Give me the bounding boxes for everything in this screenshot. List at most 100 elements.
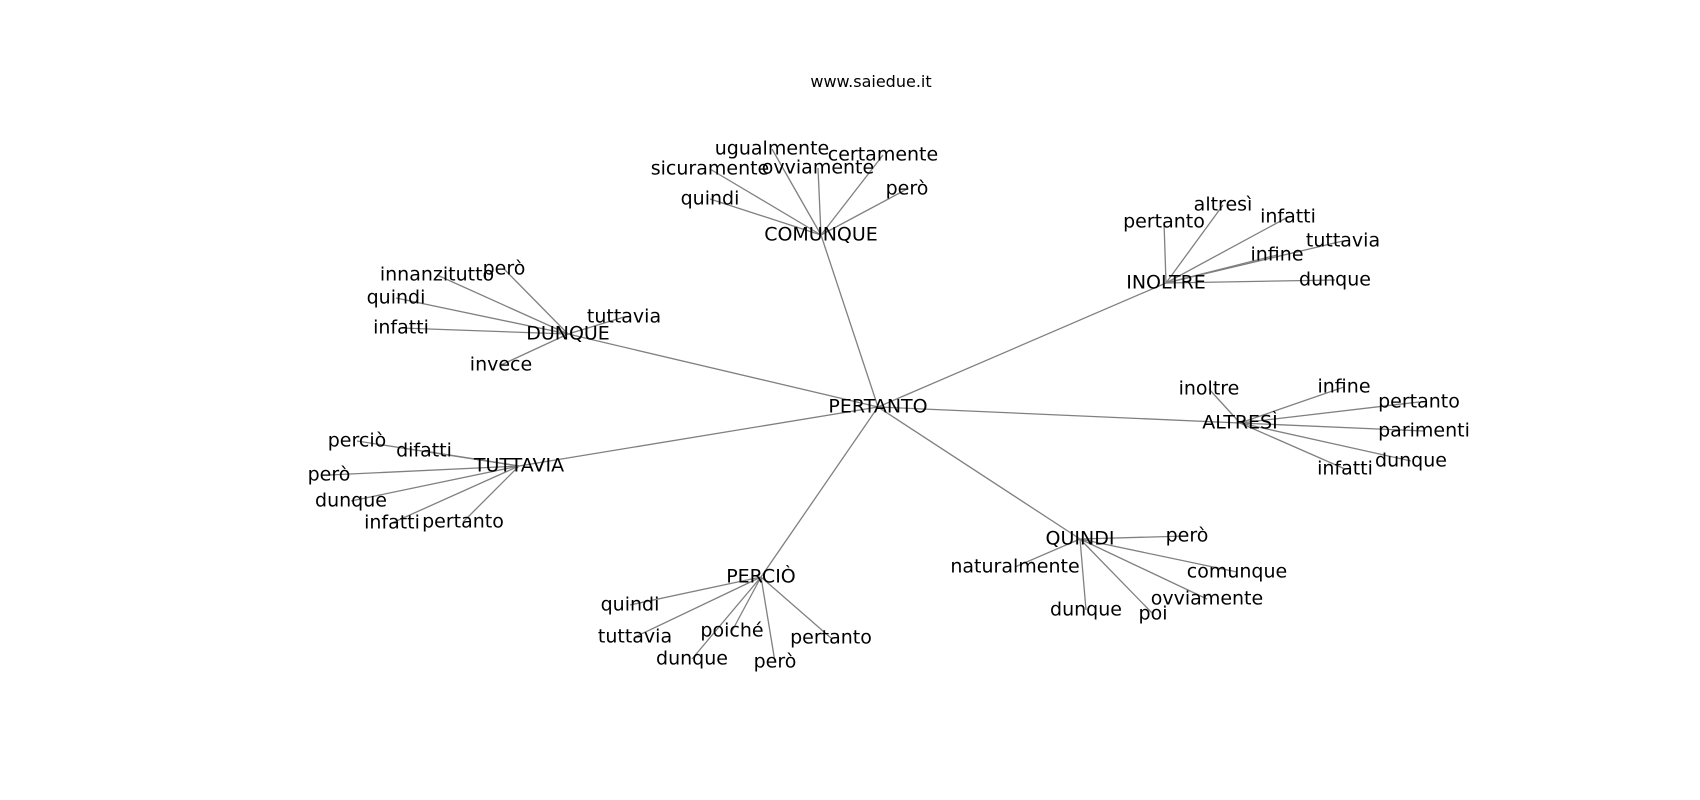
edge-hub-leaf	[391, 465, 520, 524]
leaf-node-label: però	[308, 464, 351, 486]
leaf-node-label: dunque	[1299, 269, 1371, 291]
leaf-node-label: tuttavia	[1306, 230, 1380, 252]
edge-hub-leaf	[462, 465, 520, 523]
leaf-node-label: dunque	[656, 648, 728, 670]
leaf-node-label: sicuramente	[651, 158, 770, 180]
edge-hub-leaf	[567, 316, 625, 335]
edge-center-hub	[518, 406, 879, 467]
leaf-node-label: poiché	[700, 620, 763, 642]
edge-hub-leaf	[691, 576, 762, 660]
hub-node-label: COMUNQUE	[764, 224, 878, 246]
graph-edges	[328, 148, 1425, 663]
leaf-node-label: innanzitutto	[380, 264, 494, 286]
edge-hub-leaf	[1239, 422, 1346, 470]
edge-hub-leaf	[1079, 535, 1188, 540]
edge-hub-leaf	[503, 268, 569, 335]
edge-hub-leaf	[1079, 538, 1154, 615]
hub-node-label: DUNQUE	[526, 323, 610, 345]
edge-hub-leaf	[1239, 386, 1345, 424]
leaf-node-label: parimenti	[1378, 420, 1470, 442]
edge-hub-leaf	[395, 297, 569, 335]
leaf-node-label: infine	[1317, 376, 1370, 398]
edge-hub-leaf	[1165, 204, 1224, 284]
site-watermark: www.saiedue.it	[810, 72, 932, 91]
leaf-node-label: infine	[1250, 244, 1303, 266]
edge-hub-leaf	[1239, 422, 1425, 432]
edge-center-hub	[567, 333, 879, 408]
leaf-node-label: ovviamente	[762, 157, 874, 179]
leaf-node-label: certamente	[828, 144, 938, 166]
leaf-node-label: dunque	[315, 490, 387, 512]
leaf-node-label: però	[483, 258, 526, 280]
leaf-node-label: quindi	[367, 287, 426, 309]
edge-hub-leaf	[1079, 538, 1087, 611]
edge-hub-leaf	[731, 576, 762, 632]
leaf-node-label: pertanto	[1378, 391, 1460, 413]
leaf-node-label: naturalmente	[950, 556, 1079, 578]
leaf-node-label: pertanto	[790, 627, 872, 649]
edge-hub-leaf	[423, 450, 520, 467]
leaf-node-label: altresì	[1194, 194, 1253, 216]
leaf-node-label: poi	[1139, 603, 1168, 625]
edge-hub-leaf	[820, 154, 884, 236]
leaf-node-label: infatti	[364, 512, 420, 534]
hub-node-label: INOLTRE	[1126, 272, 1206, 294]
leaf-node-label: comunque	[1187, 561, 1287, 583]
leaf-node-label: infatti	[1260, 206, 1316, 228]
center-node-label: PERTANTO	[828, 396, 927, 418]
edge-hub-leaf	[760, 576, 832, 639]
edge-hub-leaf	[400, 327, 569, 335]
leaf-node-label: pertanto	[422, 511, 504, 533]
edge-center-hub	[760, 406, 879, 578]
edge-hub-leaf	[1208, 388, 1241, 424]
hub-node-label: PERCIÒ	[726, 564, 796, 588]
leaf-node-label: pertanto	[1123, 211, 1205, 233]
leaf-node-label: però	[754, 651, 797, 673]
leaf-node-label: quindi	[681, 188, 740, 210]
edge-hub-leaf	[500, 333, 569, 366]
leaf-node-label: tuttavia	[598, 626, 672, 648]
edge-center-hub	[820, 234, 879, 408]
edge-hub-leaf	[1165, 216, 1289, 284]
edge-hub-leaf	[1079, 538, 1208, 600]
edge-hub-leaf	[1239, 401, 1420, 424]
leaf-node-label: però	[886, 178, 929, 200]
edge-hub-leaf	[436, 274, 569, 335]
leaf-node-label: invece	[470, 354, 532, 376]
edge-hub-leaf	[817, 167, 822, 236]
edge-hub-leaf	[1165, 254, 1278, 284]
leaf-node-label: perciò	[328, 430, 387, 452]
leaf-node-label: inoltre	[1179, 378, 1240, 400]
edge-hub-leaf	[1079, 538, 1238, 573]
edge-hub-leaf	[328, 465, 520, 476]
leaf-node-label: difatti	[396, 440, 452, 462]
leaf-node-label: dunque	[1375, 450, 1447, 472]
leaf-node-label: infatti	[373, 317, 429, 339]
leaf-node-label: però	[1166, 525, 1209, 547]
edge-hub-leaf	[629, 576, 762, 606]
edge-hub-leaf	[771, 148, 822, 236]
leaf-node-label: ovviamente	[1151, 588, 1263, 610]
leaf-node-label: quindi	[601, 594, 660, 616]
leaf-node-label: infatti	[1317, 458, 1373, 480]
edge-hub-leaf	[1239, 422, 1412, 462]
edge-hub-leaf	[709, 168, 822, 236]
edge-center-hub	[877, 282, 1167, 408]
hub-node-label: ALTRESÌ	[1202, 411, 1277, 434]
edge-center-hub	[877, 406, 1081, 540]
leaf-node-label: ugualmente	[715, 138, 829, 160]
edge-hub-leaf	[1014, 538, 1081, 568]
hub-node-label: QUINDI	[1046, 528, 1115, 550]
edge-hub-leaf	[350, 465, 520, 502]
leaf-node-label: tuttavia	[587, 306, 661, 328]
edge-hub-leaf	[709, 198, 822, 236]
edge-center-hub	[877, 406, 1241, 424]
edge-hub-leaf	[1163, 221, 1167, 284]
edge-hub-leaf	[1165, 279, 1336, 284]
hub-node-label: TUTTAVIA	[473, 455, 564, 477]
edge-hub-leaf	[760, 576, 776, 663]
edge-hub-leaf	[634, 576, 762, 638]
edge-hub-leaf	[820, 188, 908, 236]
